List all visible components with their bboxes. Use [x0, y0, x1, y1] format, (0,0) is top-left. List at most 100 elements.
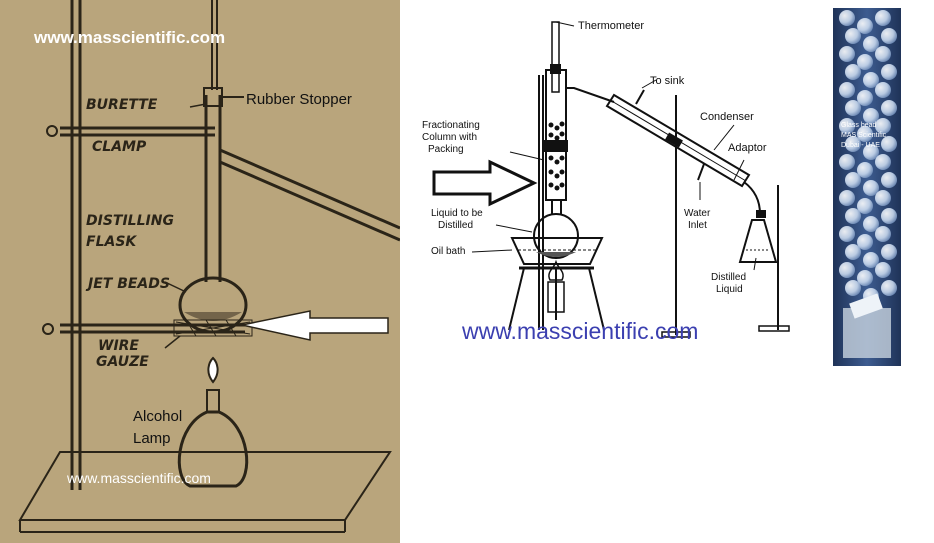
- burner-flame: [548, 259, 564, 281]
- glass-bead: [863, 36, 879, 52]
- glass-bead: [845, 244, 861, 260]
- condenser-clamp: [665, 132, 683, 148]
- watermark-top: www.masscientific.com: [34, 28, 226, 47]
- glass-bead: [845, 28, 861, 44]
- label-distilled-2: Liquid: [716, 284, 743, 295]
- glass-bead: [845, 280, 861, 296]
- bold-pointer-arrow: [432, 159, 538, 207]
- glass-bead: [857, 90, 873, 106]
- glass-bead: [839, 46, 855, 62]
- glass-bead: [875, 46, 891, 62]
- round-bottom-flask: [533, 213, 579, 259]
- left-pointer-arrow: [241, 310, 389, 341]
- label-distilling: DISTILLING: [86, 213, 174, 229]
- label-condenser: Condenser: [700, 111, 754, 123]
- glass-bead: [839, 226, 855, 242]
- label-alcohol: Alcohol: [133, 408, 183, 425]
- caption-line-1: Glass bead: [841, 122, 877, 129]
- glass-bead: [839, 262, 855, 278]
- label-wire: WIRE: [98, 338, 139, 354]
- label-flask: FLASK: [86, 234, 137, 250]
- glass-bead: [863, 108, 879, 124]
- glass-bead: [875, 82, 891, 98]
- caption-line-3: Dubai - UAE: [841, 142, 880, 149]
- wire-gauze: [173, 319, 253, 337]
- glass-bead: [845, 136, 861, 152]
- glass-bead: [863, 180, 879, 196]
- tube-bottom-glass: [843, 308, 891, 358]
- burner: [547, 281, 565, 313]
- glass-bead: [839, 190, 855, 206]
- label-water-2: Inlet: [688, 220, 707, 231]
- caption-line-2: MAS Scientific: [841, 132, 887, 139]
- alcohol-lamp: [177, 410, 249, 488]
- glass-bead: [881, 208, 897, 224]
- glass-bead: [839, 82, 855, 98]
- glass-bead: [845, 208, 861, 224]
- label-thermometer: Thermometer: [578, 20, 645, 32]
- watermark-bottom: www.masscientific.com: [67, 470, 211, 486]
- to-sink-outlet: [635, 89, 645, 105]
- label-distilled-1: Distilled: [711, 272, 747, 283]
- column-clamp: [544, 140, 568, 152]
- label-liquid-1: Liquid to be: [431, 208, 483, 219]
- side-arm-tube: [219, 148, 400, 230]
- glass-bead: [845, 172, 861, 188]
- flame: [207, 356, 219, 384]
- label-to-sink: To sink: [650, 75, 685, 87]
- glass-bead: [881, 172, 897, 188]
- label-gauze: GAUZE: [96, 354, 149, 370]
- watermark-middle: www.masscientific.com: [462, 318, 699, 344]
- glass-bead: [839, 10, 855, 26]
- label-liquid-2: Distilled: [438, 220, 474, 231]
- glass-bead: [845, 100, 861, 116]
- label-water-1: Water: [684, 208, 711, 219]
- label-burette: BURETTE: [86, 97, 158, 113]
- glass-bead: [875, 154, 891, 170]
- glass-bead: [857, 126, 873, 142]
- label-clamp: CLAMP: [92, 139, 147, 155]
- glass-bead: [863, 252, 879, 268]
- glass-bead: [881, 136, 897, 152]
- glass-bead: [857, 54, 873, 70]
- glass-bead: [845, 64, 861, 80]
- glass-bead: [839, 118, 855, 134]
- label-fractionating-2: Column with: [422, 132, 478, 143]
- glass-bead: [857, 162, 873, 178]
- glass-bead: [881, 100, 897, 116]
- glass-bead: [875, 226, 891, 242]
- glass-bead: [857, 198, 873, 214]
- glass-bead: [875, 190, 891, 206]
- glass-bead: [875, 118, 891, 134]
- glass-bead: [857, 234, 873, 250]
- glass-beads-photo: Glass bead MAS Scientific Dubai - UAE: [833, 8, 901, 366]
- oil-bath: [510, 237, 604, 265]
- label-lamp: Lamp: [133, 430, 171, 447]
- adaptor: [743, 181, 761, 215]
- fractional-distillation-svg: [432, 21, 790, 338]
- fractional-distillation-diagram: Thermometer To sink Condenser Adaptor Fr…: [404, 0, 814, 543]
- glass-bead: [839, 154, 855, 170]
- glass-bead: [875, 262, 891, 278]
- label-rubber-stopper: Rubber Stopper: [246, 91, 352, 108]
- bead-stack: [839, 10, 897, 304]
- glass-bead: [857, 18, 873, 34]
- label-fractionating-3: Packing: [428, 144, 464, 155]
- thermometer: [551, 21, 560, 93]
- column-packing: [548, 121, 565, 191]
- glass-bead: [875, 10, 891, 26]
- lamp-wick-holder: [206, 389, 220, 413]
- vintage-sketch-svg: [18, 0, 400, 533]
- condenser: [605, 93, 751, 188]
- label-oil-bath: Oil bath: [431, 246, 466, 257]
- stand-base: [18, 451, 392, 521]
- glass-bead: [881, 64, 897, 80]
- glass-beads-svg: [833, 8, 901, 366]
- glass-bead: [863, 72, 879, 88]
- vintage-distillation-illustration: www.masscientific.com BURETTE CLAMP Rubb…: [0, 0, 400, 543]
- glass-bead: [881, 244, 897, 260]
- connector-tube: [566, 87, 615, 103]
- receiving-flask: [738, 219, 778, 263]
- label-jet-beads: JET BEADS: [88, 276, 170, 292]
- glass-bead: [863, 216, 879, 232]
